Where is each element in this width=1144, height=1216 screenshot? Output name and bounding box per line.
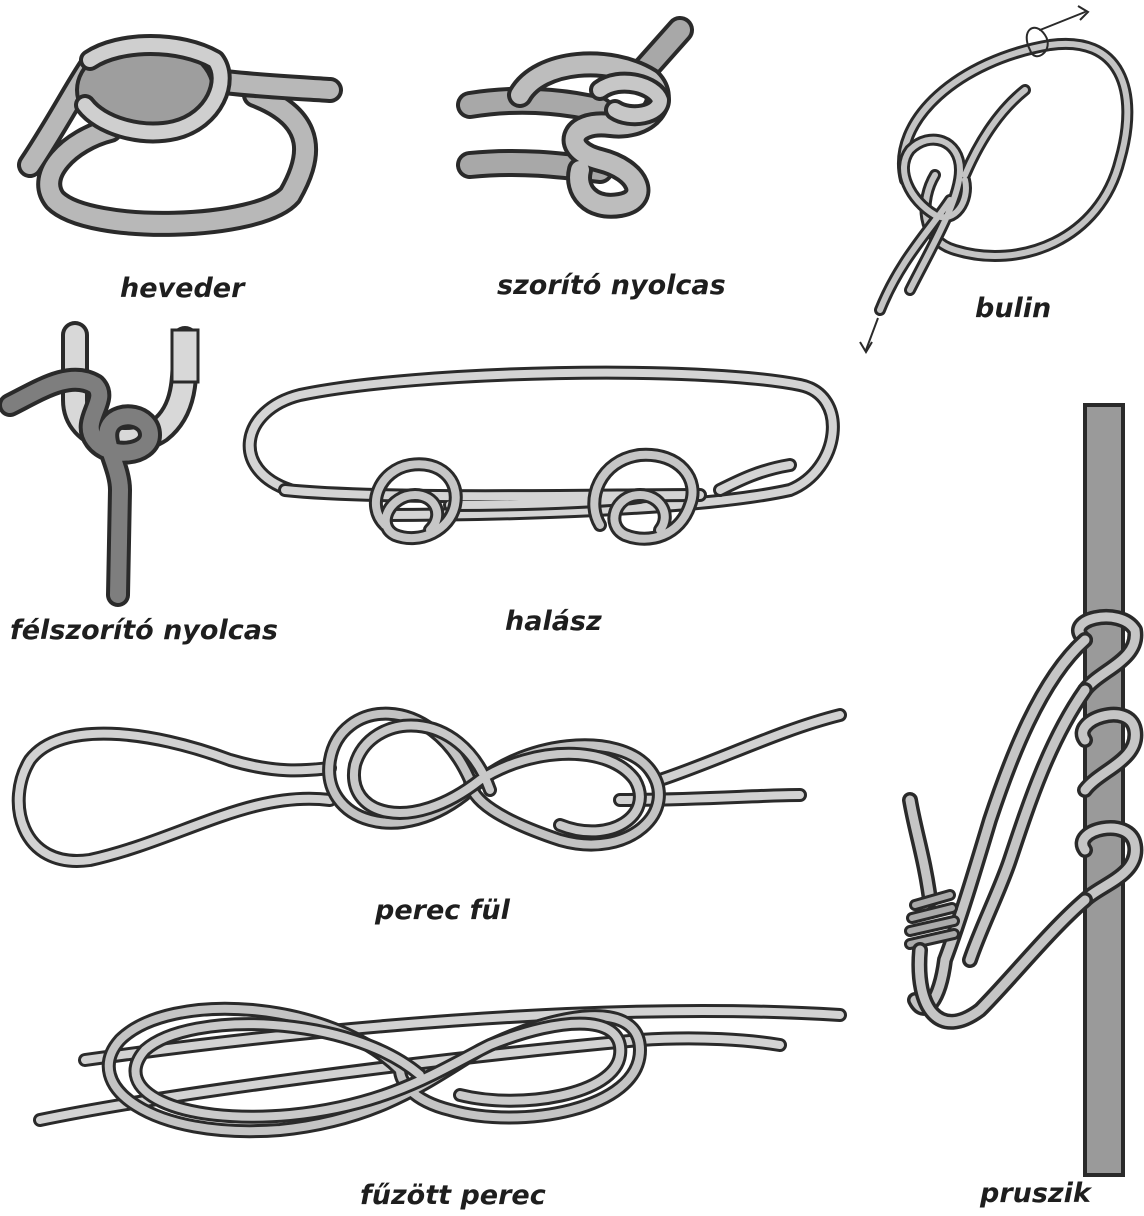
pruszik-label: pruszik bbox=[980, 1180, 1091, 1207]
fuzott-perec-knot-illustration bbox=[40, 1009, 840, 1131]
felszorito-nyolcas-knot-illustration bbox=[10, 330, 198, 595]
felszorito-nyolcas-label: félszorító nyolcas bbox=[10, 617, 278, 644]
perec-ful-label: perec fül bbox=[375, 897, 510, 924]
szorito-nyolcas-label: szorító nyolcas bbox=[497, 272, 726, 299]
bulin-label: bulin bbox=[975, 295, 1051, 322]
perec-ful-knot-illustration bbox=[19, 714, 840, 861]
halasz-knot-illustration bbox=[250, 373, 833, 539]
szorito-nyolcas-knot-illustration bbox=[470, 30, 680, 206]
heveder-knot-illustration bbox=[30, 42, 330, 224]
halasz-label: halász bbox=[505, 608, 602, 635]
heveder-label: heveder bbox=[120, 275, 244, 302]
fuzott-perec-label: fűzött perec bbox=[360, 1182, 546, 1209]
pruszik-knot-illustration bbox=[910, 405, 1135, 1175]
